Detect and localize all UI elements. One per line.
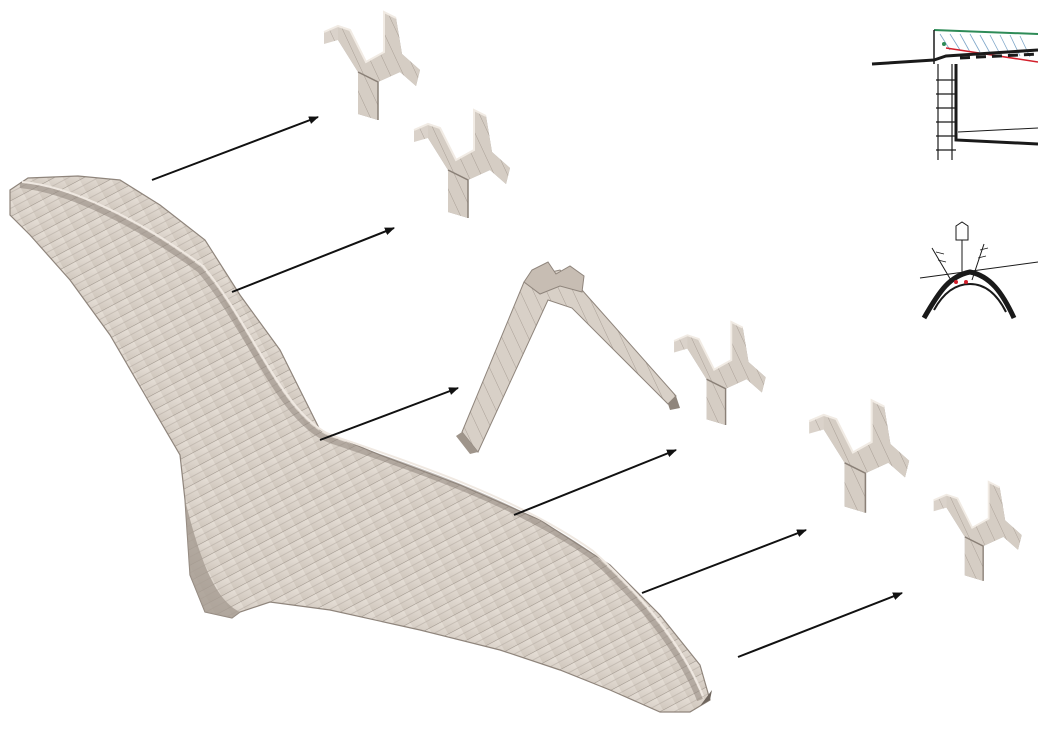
segment-2 — [414, 110, 510, 218]
sketch-profile — [920, 222, 1038, 318]
arrow-6 — [738, 593, 902, 657]
arrow-5 — [642, 530, 806, 593]
arrow-3 — [320, 388, 458, 440]
arrow-4 — [514, 450, 676, 515]
sketch-section — [872, 30, 1038, 160]
stair-section-sketch-icon — [872, 30, 1038, 160]
segment-3 — [456, 262, 680, 454]
arrow-1 — [152, 117, 318, 180]
bench-body — [10, 176, 710, 712]
y-profile-sketch-icon — [920, 222, 1038, 318]
segment-6 — [934, 482, 1022, 581]
segment-1 — [324, 12, 420, 120]
segment-5 — [809, 400, 909, 513]
segment-4 — [674, 322, 766, 425]
curved-bench-assembly — [10, 176, 712, 712]
arrow-2 — [232, 228, 394, 292]
